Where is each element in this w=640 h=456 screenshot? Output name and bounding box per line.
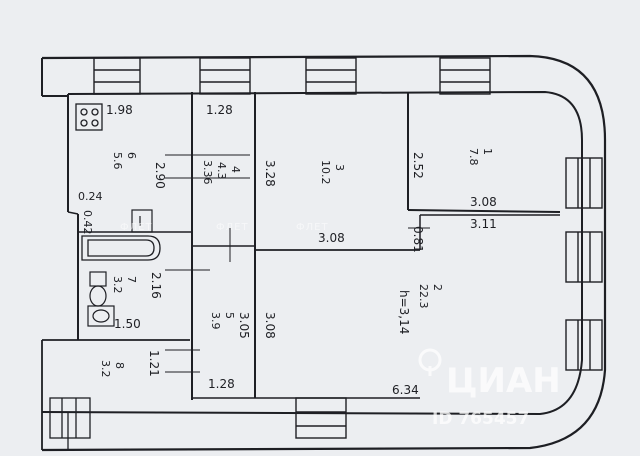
dim-328: 3.28 bbox=[263, 160, 277, 187]
window-right-1 bbox=[565, 157, 603, 209]
window-bottom-1 bbox=[295, 397, 347, 439]
dim-024: 0.24 bbox=[78, 190, 103, 203]
room-5-area: 3.9 bbox=[209, 312, 222, 330]
dim-216: 2.16 bbox=[149, 272, 163, 299]
room-2-area: 22.3 bbox=[417, 284, 430, 309]
kitchen-sink-icon bbox=[131, 209, 153, 233]
stove-icon bbox=[75, 103, 103, 131]
dim-311: 3.11 bbox=[470, 217, 497, 231]
window-top-1 bbox=[93, 57, 141, 95]
faint-watermark-3: ФЛЕТ bbox=[296, 222, 329, 233]
dim-252: 2.52 bbox=[411, 152, 425, 179]
window-bottom-left bbox=[49, 397, 91, 439]
dim-121: 1.21 bbox=[147, 350, 161, 377]
dim-128-bottom: 1.28 bbox=[208, 377, 235, 391]
faint-watermark-1: ФЛЕТ bbox=[120, 222, 153, 233]
ceiling-height: h=3,14 bbox=[397, 290, 411, 334]
outer-wall bbox=[41, 54, 607, 452]
room-4-number: 4 bbox=[229, 166, 242, 173]
room-3-area: 10.2 bbox=[319, 160, 332, 185]
room-8-number: 8 bbox=[113, 362, 126, 369]
cian-watermark: ЦИАН bbox=[446, 361, 561, 401]
room-2-number: 2 bbox=[431, 284, 444, 291]
room-6-number: 6 bbox=[125, 152, 138, 159]
room-7-number: 7 bbox=[125, 276, 138, 283]
window-right-3 bbox=[565, 319, 603, 371]
dim-081: 0.81 bbox=[411, 226, 425, 253]
listing-id-watermark: ID 765457 bbox=[432, 409, 529, 429]
room-1-area: 7.8 bbox=[467, 148, 480, 166]
window-top-3 bbox=[305, 57, 357, 95]
bathtub-icon bbox=[81, 235, 161, 261]
room-4-dimension: 3.36 bbox=[201, 160, 214, 185]
wall-h-room1 bbox=[407, 209, 561, 213]
inner-wall-contour bbox=[41, 90, 583, 416]
room-3-number: 3 bbox=[333, 164, 346, 171]
room-5-number: 5 bbox=[223, 312, 236, 319]
room-6-area: 5.6 bbox=[111, 152, 124, 170]
dim-128-top: 1.28 bbox=[206, 103, 233, 117]
room-8-area: 3.2 bbox=[99, 360, 112, 378]
washbasin-icon bbox=[87, 305, 115, 327]
left-wall-jog bbox=[67, 211, 79, 215]
room-1-number: 1 bbox=[481, 148, 494, 155]
dim-150: 1.50 bbox=[114, 317, 141, 331]
dim-308-top-right: 3.08 bbox=[470, 195, 497, 209]
window-top-2 bbox=[199, 57, 251, 95]
cian-logo-icon bbox=[418, 348, 442, 376]
faint-watermark-2: ФЛЕТ bbox=[216, 222, 249, 233]
dim-305: 3.05 bbox=[237, 312, 251, 339]
dim-634: 6.34 bbox=[392, 383, 419, 397]
room-4-area: 4.3 bbox=[215, 162, 228, 180]
dim-290: 2.90 bbox=[153, 162, 167, 189]
window-top-4 bbox=[439, 57, 491, 95]
dim-042: 0.42 bbox=[81, 210, 94, 235]
dim-198: 1.98 bbox=[106, 103, 133, 117]
dim-308-lower: 3.08 bbox=[263, 312, 277, 339]
room-7-area: 3.2 bbox=[111, 276, 124, 294]
dim-308-mid: 3.08 bbox=[318, 231, 345, 245]
window-right-2 bbox=[565, 231, 603, 283]
